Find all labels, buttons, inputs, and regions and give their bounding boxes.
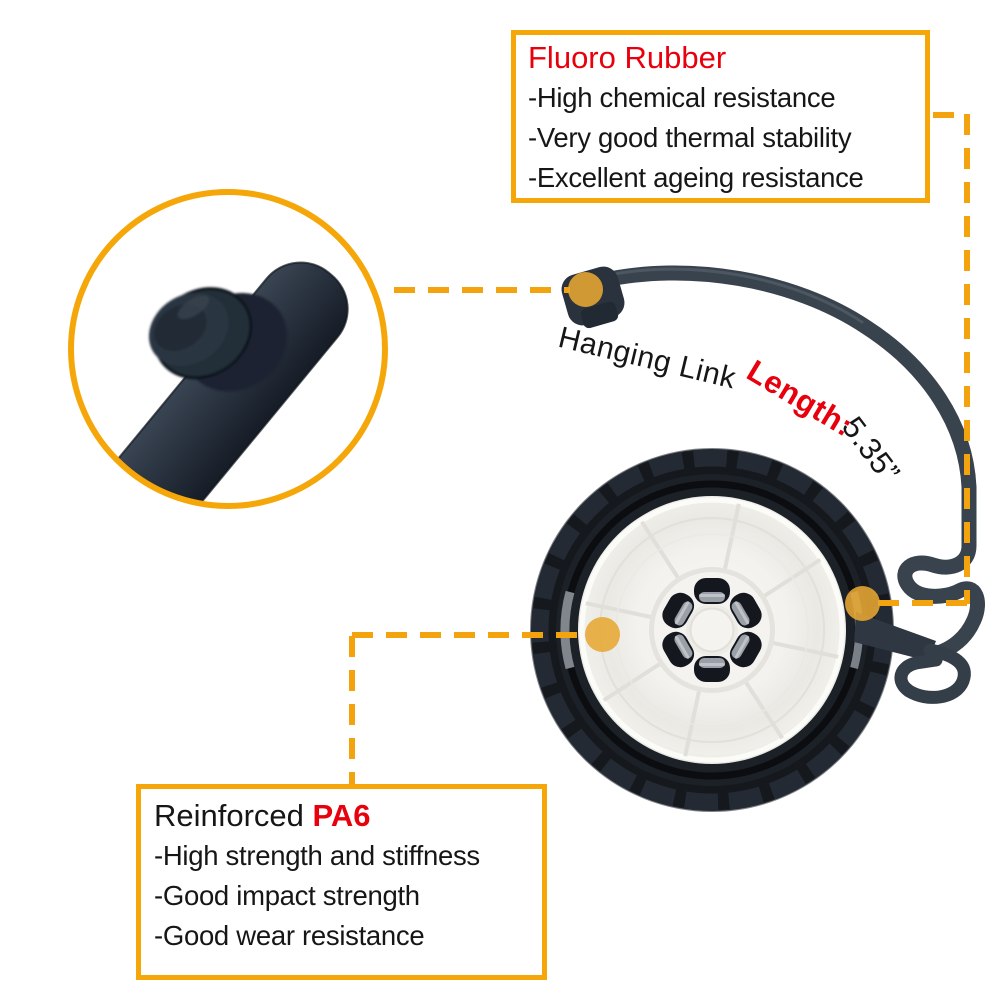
callout-dot-tether (568, 272, 603, 307)
callout-dot-cap-body (585, 617, 620, 652)
wheel-spokes (585, 503, 839, 757)
magnifier-circle-icon (68, 189, 388, 509)
hub-slots (662, 578, 762, 682)
pa6-callout: Reinforced PA6 -High strength and stiffn… (136, 784, 547, 980)
connector-right-dashed-line (878, 600, 970, 606)
gas-cap-image (530, 448, 894, 812)
fluoro-bullet-3: -Excellent ageing resistance (528, 162, 864, 193)
pa6-bullet-2: -Good impact strength (154, 880, 420, 911)
cap-left-tab (560, 590, 575, 670)
fluoro-rubber-callout: Fluoro Rubber -High chemical resistance … (511, 30, 930, 203)
connector-pa6-vertical-dashed-line (349, 636, 355, 786)
connector-tether-dashed-line (394, 287, 570, 293)
callout-dot-rubber-seal (845, 586, 880, 621)
pa6-bullet-1: -High strength and stiffness (154, 840, 480, 871)
connector-pa6-horizontal-dashed-line (352, 632, 590, 638)
fluoro-callout-title: Fluoro Rubber (528, 40, 727, 75)
cap-arm-hook (854, 612, 971, 704)
pa6-title-emphasis: PA6 (312, 798, 371, 833)
zoom-detail-circle (68, 189, 388, 509)
pa6-callout-title: Reinforced PA6 (154, 796, 536, 836)
tether-plug-detail (95, 261, 349, 506)
pa6-bullet-3: -Good wear resistance (154, 920, 425, 951)
connector-fluoro-vertical-dashed-line (964, 114, 970, 604)
pa6-title-prefix: Reinforced (154, 798, 313, 833)
fluoro-bullet-1: -High chemical resistance (528, 82, 836, 113)
connector-fluoro-stub-dashed-line (933, 112, 967, 118)
fluoro-bullet-2: -Very good thermal stability (528, 122, 852, 153)
tether-strap-image (592, 265, 985, 664)
